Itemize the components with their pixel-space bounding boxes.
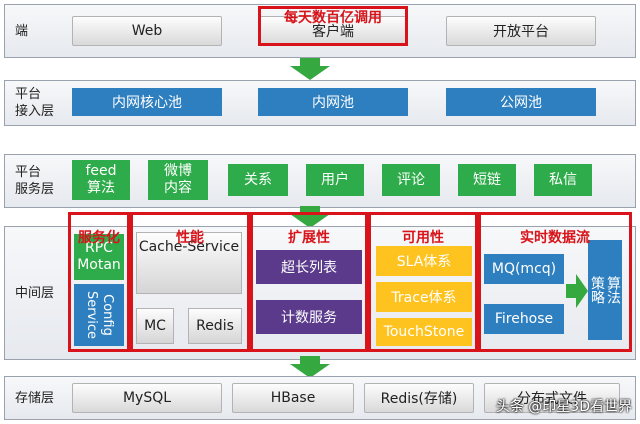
access-intranet-pool: 内网池: [258, 88, 408, 116]
cache-service-label: Cache-Service: [138, 239, 240, 255]
stream-merge-arrow: [566, 274, 588, 308]
availability-title: 可用性: [402, 230, 444, 246]
access-core-pool: 内网核心池: [72, 88, 222, 116]
algorithm-strategy: 算法 策略: [588, 240, 622, 340]
trace-system: Trace体系: [376, 282, 472, 312]
touchstone: TouchStone: [376, 318, 472, 346]
storage-hbase: HBase: [232, 383, 354, 413]
client-banner-text: 每天数百亿调用: [284, 10, 382, 26]
scalability-title: 扩展性: [288, 230, 330, 246]
arrow-service-to-middle: [290, 206, 330, 228]
mq-mcq: MQ(mcq): [484, 254, 564, 284]
firehose: Firehose: [484, 304, 564, 334]
arrow-middle-to-storage: [290, 356, 330, 378]
service-feed: feed 算法: [72, 160, 130, 200]
service-user: 用户: [306, 164, 364, 196]
client-layer-label: 端: [15, 24, 29, 39]
service-layer-label: 平台 服务层: [15, 165, 55, 197]
scalability-frame: [250, 212, 368, 352]
performance-frame: [130, 212, 250, 352]
middle-layer-label: 中间层: [15, 286, 55, 301]
watermark: 头条 @印星3D看世界: [495, 399, 632, 415]
realtime-title: 实时数据流: [520, 230, 590, 246]
servicize-title: 服务化: [78, 230, 120, 246]
arrow-client-to-access: [290, 58, 330, 80]
algorithm-strategy-label: 算法 策略: [589, 276, 621, 304]
service-weibo-content: 微博 内容: [148, 160, 208, 200]
client-banner-box: [258, 6, 408, 46]
service-comment: 评论: [382, 164, 440, 196]
mc-node: MC: [136, 308, 174, 344]
access-public-pool: 公网池: [446, 88, 596, 116]
client-open-platform: 开放平台: [446, 16, 596, 46]
performance-title: 性能: [176, 230, 204, 246]
availability-frame: [368, 212, 478, 352]
service-short-url: 短链: [458, 164, 516, 196]
rpc-motan: RPC Motan: [74, 234, 124, 280]
counter-service: 计数服务: [256, 300, 362, 334]
cache-service: Cache-Service: [136, 232, 242, 294]
realtime-frame: [478, 212, 632, 352]
service-private-msg: 私信: [534, 164, 592, 196]
config-service: Config Service: [74, 284, 124, 346]
redis-node: Redis: [188, 308, 242, 344]
access-layer-label: 平台 接入层: [15, 87, 55, 119]
long-list: 超长列表: [256, 250, 362, 284]
sla-system: SLA体系: [376, 246, 472, 276]
storage-layer-label: 存储层: [15, 391, 55, 406]
service-relation: 关系: [228, 164, 288, 196]
storage-redis: Redis(存储): [364, 383, 474, 413]
servicize-frame: [68, 212, 130, 352]
storage-mysql: MySQL: [72, 383, 222, 413]
storage-dfs: 分布式文件: [484, 383, 620, 413]
client-web: Web: [72, 16, 222, 46]
